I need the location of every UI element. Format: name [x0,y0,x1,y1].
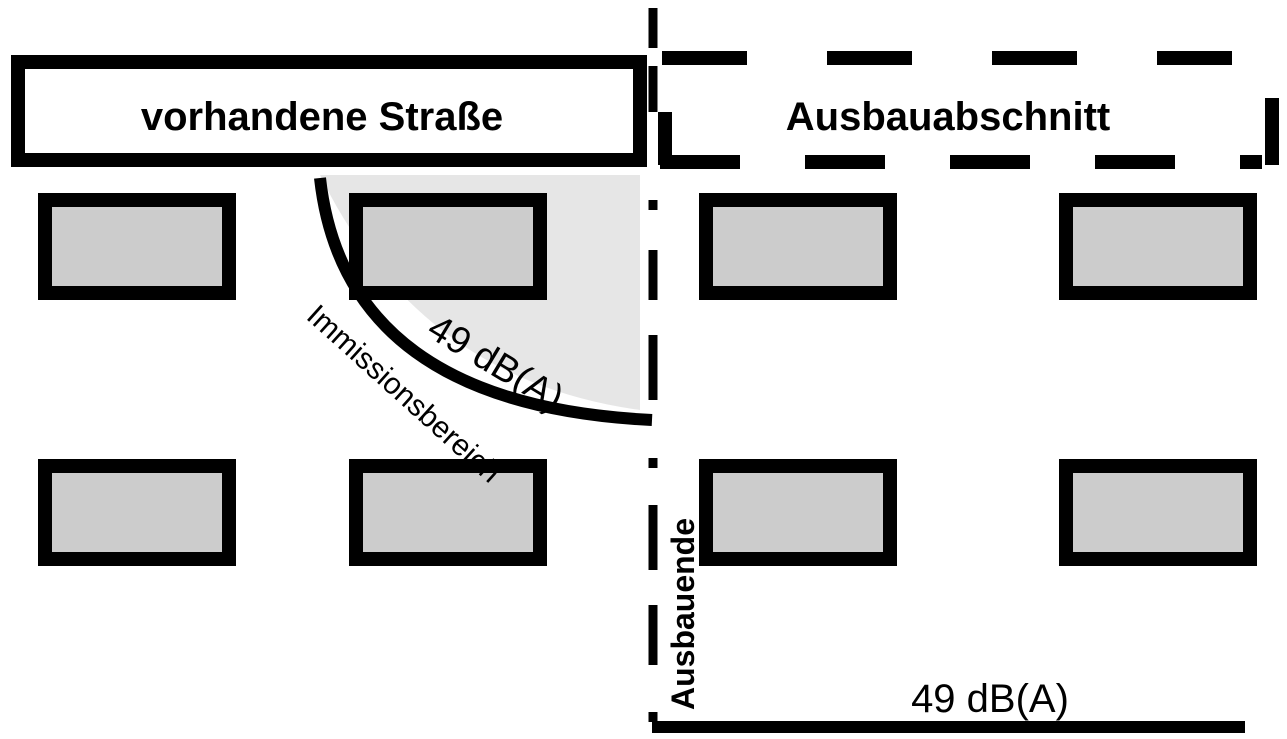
existing-road-label: vorhandene Straße [141,95,503,139]
building [1059,459,1257,566]
existing-road [11,55,647,167]
building [1059,193,1257,300]
extension-section-label: Ausbauabschnitt [786,95,1110,139]
building [38,193,236,300]
buildings [38,193,1257,566]
building [349,193,547,300]
building [699,193,897,300]
building [699,459,897,566]
building [38,459,236,566]
isophone-arc [314,177,653,426]
extension-end-label: Ausbauende [665,518,701,710]
extension-section [658,51,1279,169]
building [349,459,547,566]
line-level-label: 49 dB(A) [911,677,1069,721]
